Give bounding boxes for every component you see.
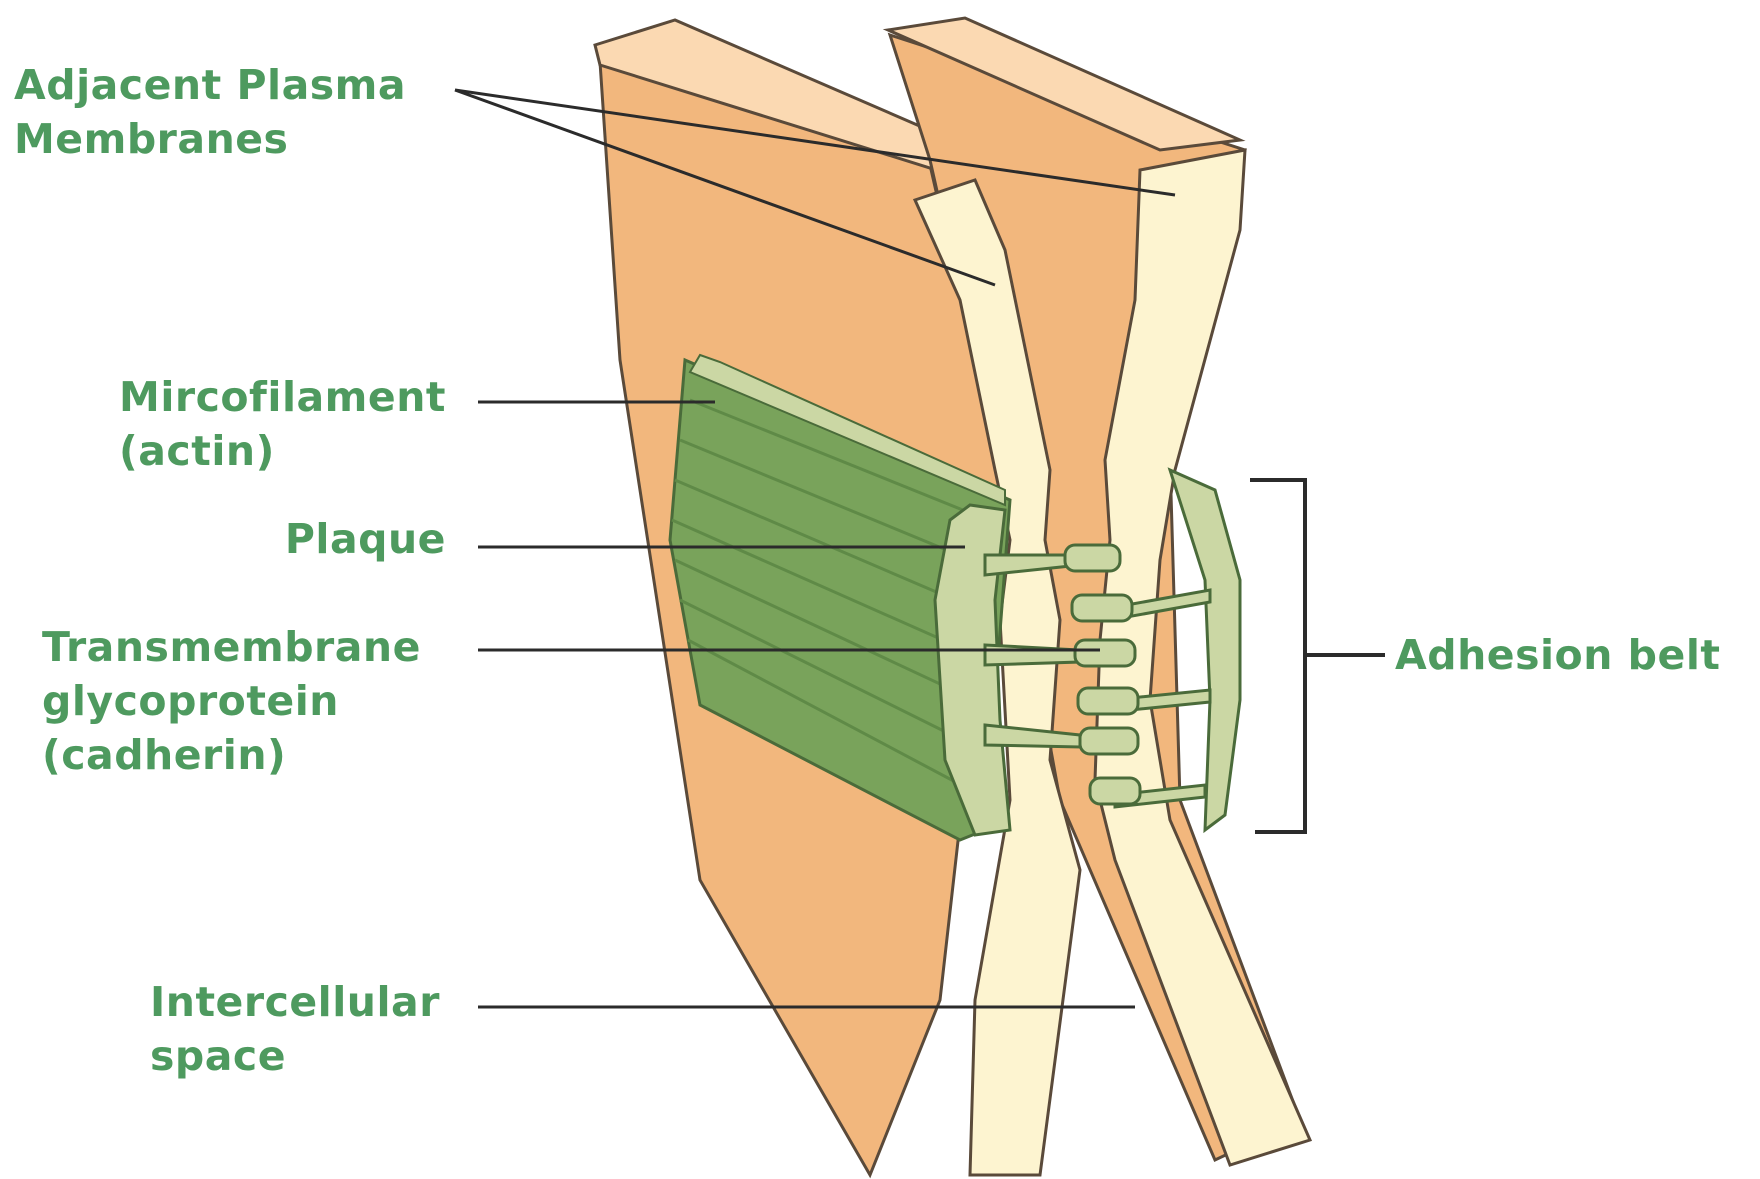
- label-intercellular-space: Intercellular space: [150, 975, 440, 1083]
- label-microfilament-line1: Mircofilament: [119, 370, 446, 424]
- label-transmembrane-glycoprotein: Transmembrane glycoprotein (cadherin): [42, 620, 421, 782]
- label-transmembrane-line2: glycoprotein: [42, 674, 421, 728]
- label-microfilament: Mircofilament (actin): [119, 370, 446, 478]
- label-adhesion-belt-line1: Adhesion belt: [1395, 628, 1720, 682]
- label-plaque-line1: Plaque: [285, 512, 446, 566]
- label-adjacent-plasma-membranes-line2: Membranes: [14, 112, 406, 166]
- label-adjacent-plasma-membranes: Adjacent Plasma Membranes: [14, 58, 406, 166]
- label-microfilament-line2: (actin): [119, 424, 446, 478]
- adhesion-belt-bracket: [1250, 480, 1385, 832]
- label-intercellular-space-line2: space: [150, 1029, 440, 1083]
- label-intercellular-space-line1: Intercellular: [150, 975, 440, 1029]
- label-adhesion-belt: Adhesion belt: [1395, 628, 1720, 682]
- label-transmembrane-line1: Transmembrane: [42, 620, 421, 674]
- label-transmembrane-line3: (cadherin): [42, 728, 421, 782]
- label-plaque: Plaque: [285, 512, 446, 566]
- label-adjacent-plasma-membranes-line1: Adjacent Plasma: [14, 58, 406, 112]
